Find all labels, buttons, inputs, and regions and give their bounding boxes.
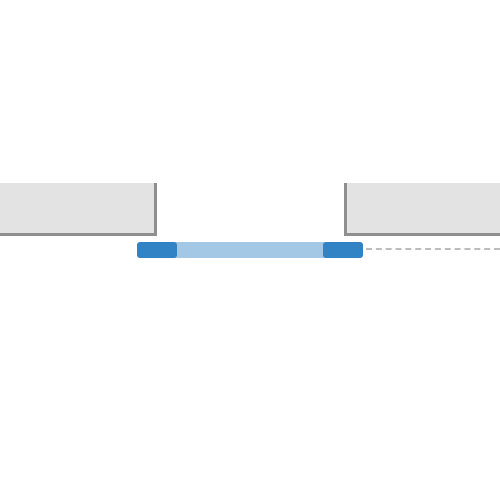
opening-end-handle[interactable] bbox=[323, 242, 363, 258]
opening-start-handle[interactable] bbox=[137, 242, 177, 258]
opening-span-selection[interactable] bbox=[137, 242, 363, 258]
left-wall-block[interactable] bbox=[0, 183, 157, 236]
right-wall-block[interactable] bbox=[344, 183, 500, 236]
alignment-guide-line bbox=[366, 248, 500, 250]
